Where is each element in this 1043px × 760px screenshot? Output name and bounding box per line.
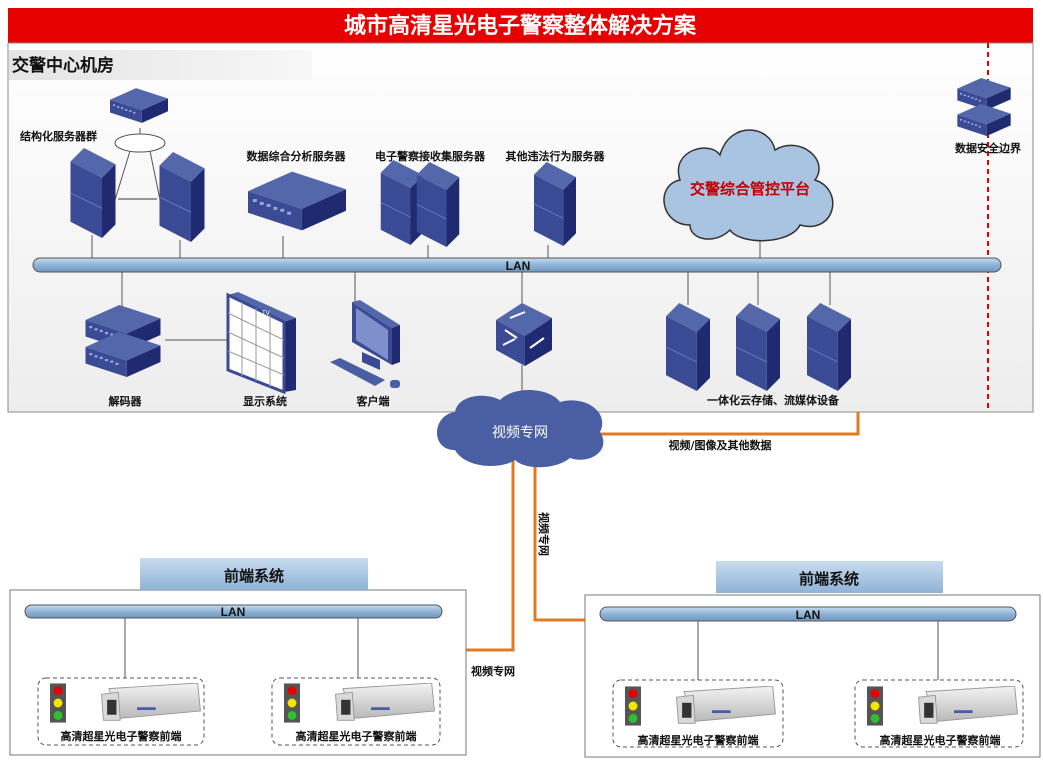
cluster-server-icon	[159, 152, 205, 242]
cluster-switch-icon	[114, 133, 166, 153]
traffic-light-icon	[625, 686, 641, 726]
storage-label: 一体化云存储、流媒体设备	[707, 393, 840, 407]
frontend-system-right: 前端系统 LAN 高清超星光电子警察前端 高清超星光电子警察前端	[584, 561, 1041, 758]
display-wall-icon: TV	[226, 292, 296, 395]
storage-device-icon	[665, 303, 711, 391]
lan-drops	[91, 128, 831, 398]
frontend-lan-bus	[599, 606, 1017, 622]
storage-device-icon	[806, 303, 852, 391]
frontend-title: 前端系统	[799, 570, 859, 588]
violation-server-icon	[533, 162, 577, 246]
analysis-server-label: 数据综合分析服务器	[247, 149, 347, 163]
frontend-title: 前端系统	[224, 567, 284, 585]
frontend-system-left: 前端系统 LAN 高清超星光电子警察前端 高清超星光电子警察前端	[9, 558, 467, 756]
traffic-light-icon	[867, 686, 883, 726]
video-network-cloud-icon	[436, 390, 604, 468]
camera-label: 高清超星光电子警察前端	[638, 733, 759, 747]
vertical-link-label: 视频专网	[537, 512, 551, 556]
title-bar	[8, 8, 1033, 43]
camera-label: 高清超星光电子警察前端	[61, 729, 182, 743]
switch-icon	[496, 303, 552, 366]
structured-cluster-label: 结构化服务器群	[19, 129, 97, 143]
collect-server-label: 电子警察接收集服务器	[375, 149, 486, 163]
camera-label: 高清超星光电子警察前端	[880, 733, 1001, 747]
room-label: 交警中心机房	[12, 55, 114, 76]
page-title: 城市高清星光电子警察整体解决方案	[344, 13, 697, 39]
traffic-light-icon	[284, 683, 300, 723]
client-label: 客户端	[356, 394, 390, 408]
frontend-lan-label: LAN	[796, 608, 821, 622]
left-link-label: 视频专网	[471, 664, 515, 678]
video-network-label: 视频专网	[492, 425, 548, 441]
storage-device-icon	[735, 303, 781, 391]
center-lan-bus	[32, 257, 1002, 273]
platform-label: 交警综合管控平台	[690, 180, 810, 198]
room-label-bg	[9, 50, 312, 80]
frontend-lan-bus	[24, 604, 443, 619]
client-pc-icon	[330, 300, 400, 388]
center-lan-label: LAN	[506, 259, 531, 273]
violation-server-label: 其他违法行为服务器	[506, 149, 606, 163]
camera-label: 高清超星光电子警察前端	[296, 729, 417, 743]
data-link-label: 视频/图像及其他数据	[668, 438, 771, 452]
platform-cloud-icon	[663, 129, 834, 242]
traffic-light-icon	[50, 683, 66, 723]
tv-label: TV	[261, 310, 271, 317]
display-label: 显示系统	[243, 394, 287, 408]
cluster-server-icon	[70, 148, 116, 238]
video-network-links	[466, 412, 860, 652]
collect-server-icon	[416, 162, 460, 247]
frontend-lan-label: LAN	[221, 605, 246, 619]
decoder-label: 解码器	[109, 394, 143, 408]
frontend-header	[140, 558, 368, 590]
security-boundary-label: 数据安全边界	[955, 141, 1021, 155]
frontend-header	[716, 561, 943, 593]
